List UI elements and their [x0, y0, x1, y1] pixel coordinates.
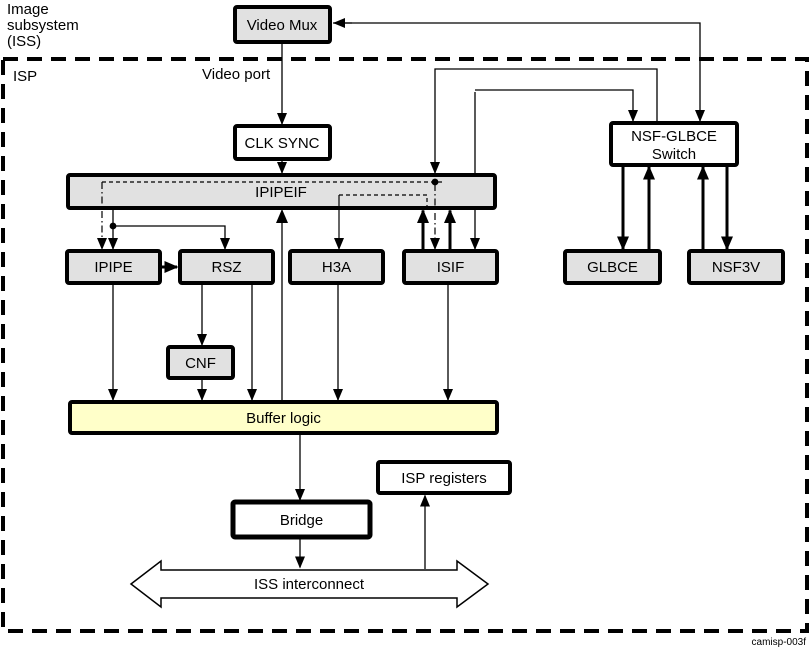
isp-registers-label: ISP registers	[401, 470, 487, 487]
figure-id-label: camisp-003f	[752, 637, 807, 648]
ipipe-label: IPIPE	[94, 259, 132, 276]
connector-switch-ipipeif	[430, 68, 658, 174]
video-mux-label: Video Mux	[247, 17, 318, 34]
connector-rail-switch	[475, 89, 638, 122]
isif-box	[402, 249, 499, 285]
sync-paths	[97, 178, 444, 250]
cnf-box	[166, 345, 235, 380]
clk-sync-label: CLK SYNC	[244, 135, 319, 152]
nsf-glbce-switch-label-1: NSF-GLBCE	[631, 128, 717, 145]
sync-dash-rail-2	[339, 194, 428, 206]
ipipe-box	[65, 249, 162, 285]
glbce-box	[563, 249, 662, 285]
iss-interconnect-label: ISS interconnect	[254, 576, 365, 593]
blocks	[65, 5, 785, 540]
connectors	[108, 18, 733, 569]
rsz-label: RSZ	[212, 259, 242, 276]
isp-label: ISP	[13, 68, 37, 85]
title-line-2: subsystem	[7, 17, 79, 34]
buffer-logic-label: Buffer logic	[246, 410, 321, 427]
connector-ipipeif-rsz	[113, 225, 230, 250]
clk-sync-box	[233, 124, 332, 161]
ipipeif-label: IPIPEIF	[255, 184, 307, 201]
diagram-labels: Image subsystem (ISS) ISP Video port Vid…	[7, 1, 806, 648]
cnf-label: CNF	[185, 355, 216, 372]
rsz-box	[178, 249, 275, 285]
isp-registers-box	[376, 460, 512, 495]
h3a-box	[288, 249, 385, 285]
ipipeif-box	[66, 173, 497, 210]
title-line-1: Image	[7, 1, 49, 18]
junction-dot-isif	[431, 178, 439, 186]
nsf-glbce-switch-label-2: Switch	[652, 146, 696, 163]
bridge-box	[230, 499, 373, 540]
isp-boundary	[1, 57, 809, 633]
connector-videomux-switch	[333, 22, 705, 122]
nsf3v-box	[687, 249, 785, 285]
buffer-logic-box	[68, 400, 499, 435]
nsf-glbce-switch-box	[609, 121, 739, 167]
nsf3v-label: NSF3V	[712, 259, 760, 276]
title-line-3: (ISS)	[7, 33, 41, 50]
bridge-label: Bridge	[280, 512, 323, 529]
glbce-label: GLBCE	[587, 259, 638, 276]
video-port-label: Video port	[202, 66, 271, 83]
isif-label: ISIF	[437, 259, 465, 276]
h3a-label: H3A	[322, 259, 351, 276]
iss-interconnect-arrow	[129, 559, 490, 609]
junction-dot-rsz	[109, 222, 117, 230]
video-mux-box	[233, 5, 332, 44]
